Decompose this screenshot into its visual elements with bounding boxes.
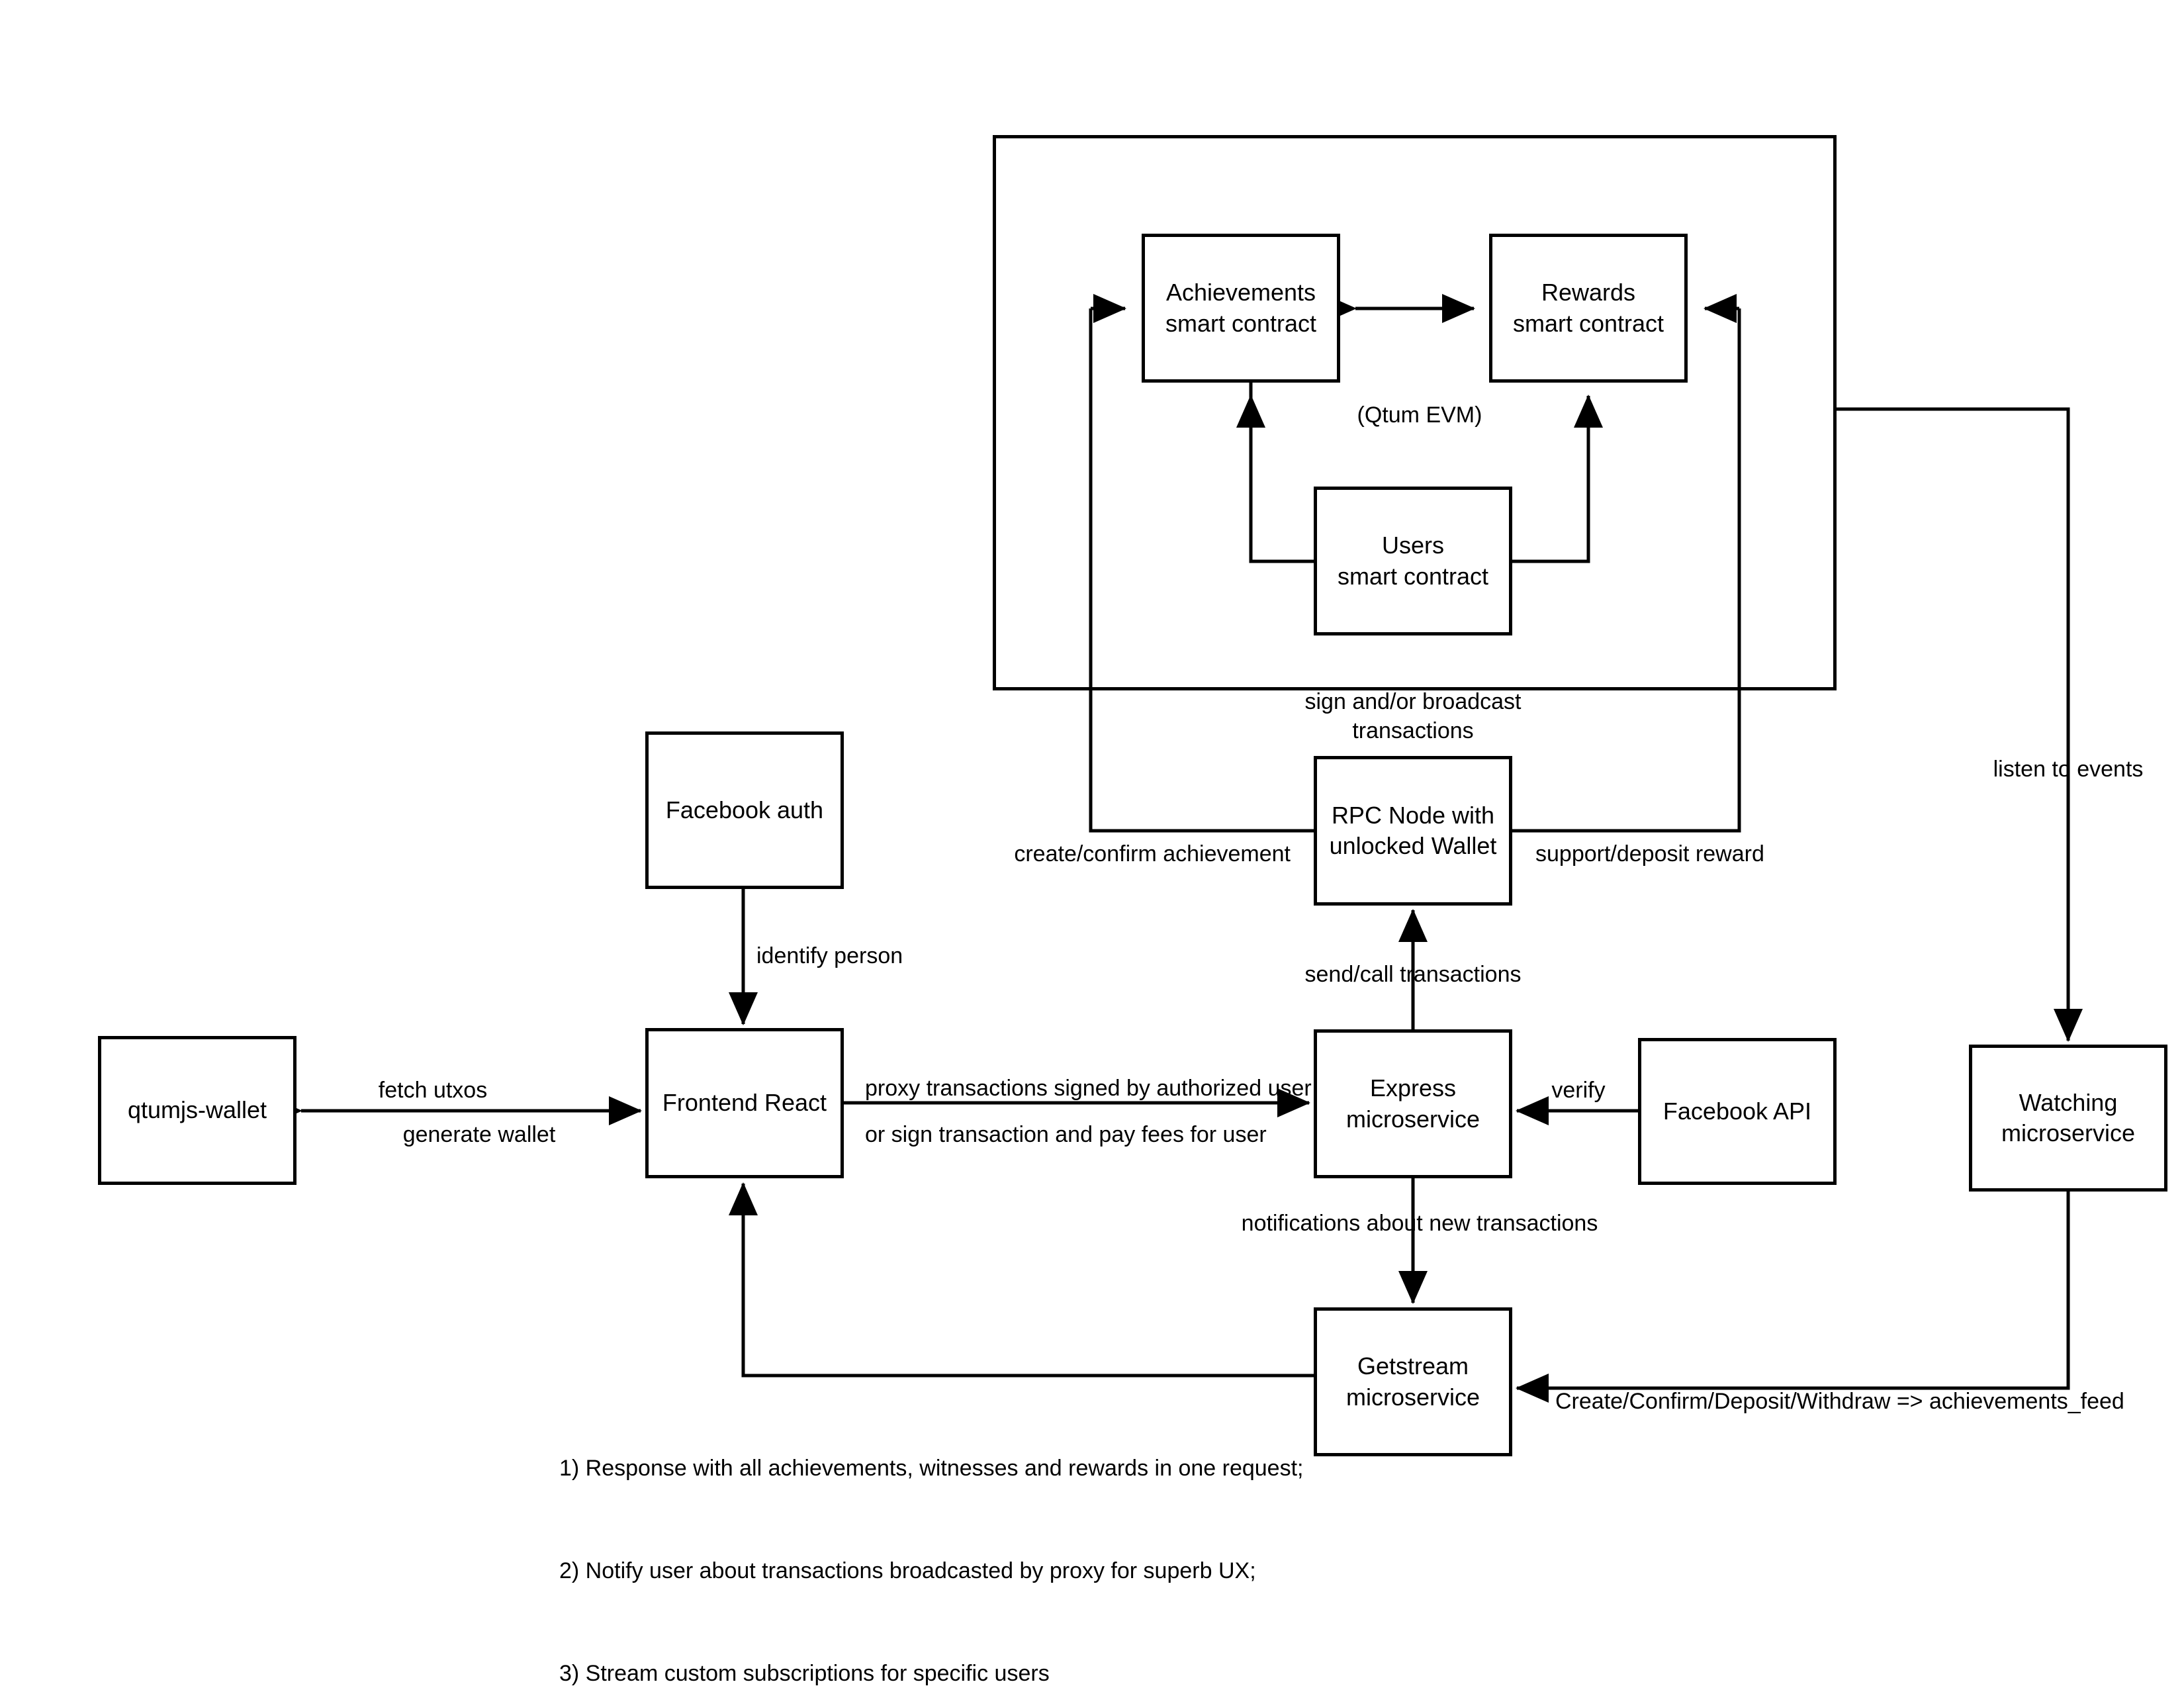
edge-getstream-frontend bbox=[741, 1192, 1314, 1378]
node-getstream-microservice[interactable]: Getstream microservice bbox=[1314, 1307, 1512, 1456]
label-create-confirm-achievement: create/confirm achievement bbox=[1014, 841, 1291, 867]
label-identify-person: identify person bbox=[756, 943, 903, 968]
edge-evm-watching bbox=[1837, 407, 2070, 1029]
label-verify: verify bbox=[1551, 1078, 1606, 1103]
note-item-1: 1) Response with all achievements, witne… bbox=[559, 1456, 1304, 1481]
node-label: Rewards smart contract bbox=[1512, 279, 1664, 337]
node-qtumjs-wallet[interactable]: qtumjs-wallet bbox=[98, 1036, 296, 1185]
label-fetch-utxos: fetch utxos bbox=[378, 1078, 488, 1103]
node-label: Achievements smart contract bbox=[1165, 279, 1317, 337]
node-label: Facebook API bbox=[1662, 1097, 1812, 1125]
label-generate-wallet: generate wallet bbox=[402, 1122, 556, 1147]
node-rewards-smart-contract[interactable]: Rewards smart contract bbox=[1489, 234, 1688, 383]
node-label: qtumjs-wallet bbox=[127, 1096, 267, 1124]
label-support-deposit-reward: support/deposit reward bbox=[1535, 841, 1764, 867]
node-label: Facebook auth bbox=[665, 796, 824, 823]
node-label: Express microservice bbox=[1345, 1074, 1480, 1133]
label-qtum-evm: (Qtum EVM) bbox=[1357, 402, 1482, 428]
note-item-3: 3) Stream custom subscriptions for speci… bbox=[559, 1661, 1050, 1687]
label-notifications-new-transactions: notifications about new transactions bbox=[1241, 1211, 1598, 1236]
node-label: RPC Node with unlocked Wallet bbox=[1329, 801, 1497, 859]
node-label: Watching microservice bbox=[2001, 1088, 2136, 1147]
node-rpc-node[interactable]: RPC Node with unlocked Wallet bbox=[1314, 756, 1512, 906]
node-label: Users smart contract bbox=[1337, 532, 1489, 590]
qtum-evm-container bbox=[993, 135, 1837, 690]
label-send-call-transactions: send/call transactions bbox=[1304, 962, 1522, 987]
node-watching-microservice[interactable]: Watching microservice bbox=[1969, 1045, 2167, 1192]
node-achievements-smart-contract[interactable]: Achievements smart contract bbox=[1142, 234, 1340, 383]
node-facebook-api[interactable]: Facebook API bbox=[1638, 1038, 1837, 1185]
label-proxy-transactions: proxy transactions signed by authorized … bbox=[865, 1076, 1312, 1101]
notes-list: 1) Response with all achievements, witne… bbox=[559, 1383, 1303, 1688]
label-sign-pay-fees: or sign transaction and pay fees for use… bbox=[865, 1122, 1267, 1147]
node-frontend-react[interactable]: Frontend React bbox=[645, 1028, 844, 1178]
node-users-smart-contract[interactable]: Users smart contract bbox=[1314, 487, 1512, 635]
note-item-2: 2) Notify user about transactions broadc… bbox=[559, 1558, 1256, 1584]
label-achievements-feed: Create/Confirm/Deposit/Withdraw => achie… bbox=[1555, 1389, 2124, 1414]
label-sign-broadcast: sign and/or broadcast transactions bbox=[1304, 689, 1522, 744]
node-label: Getstream microservice bbox=[1345, 1352, 1480, 1411]
node-express-microservice[interactable]: Express microservice bbox=[1314, 1029, 1512, 1178]
label-listen-to-events: listen to events bbox=[1993, 757, 2144, 782]
node-label: Frontend React bbox=[662, 1089, 827, 1117]
node-facebook-auth[interactable]: Facebook auth bbox=[645, 731, 844, 889]
edge-watching-getstream bbox=[1522, 1192, 2070, 1390]
